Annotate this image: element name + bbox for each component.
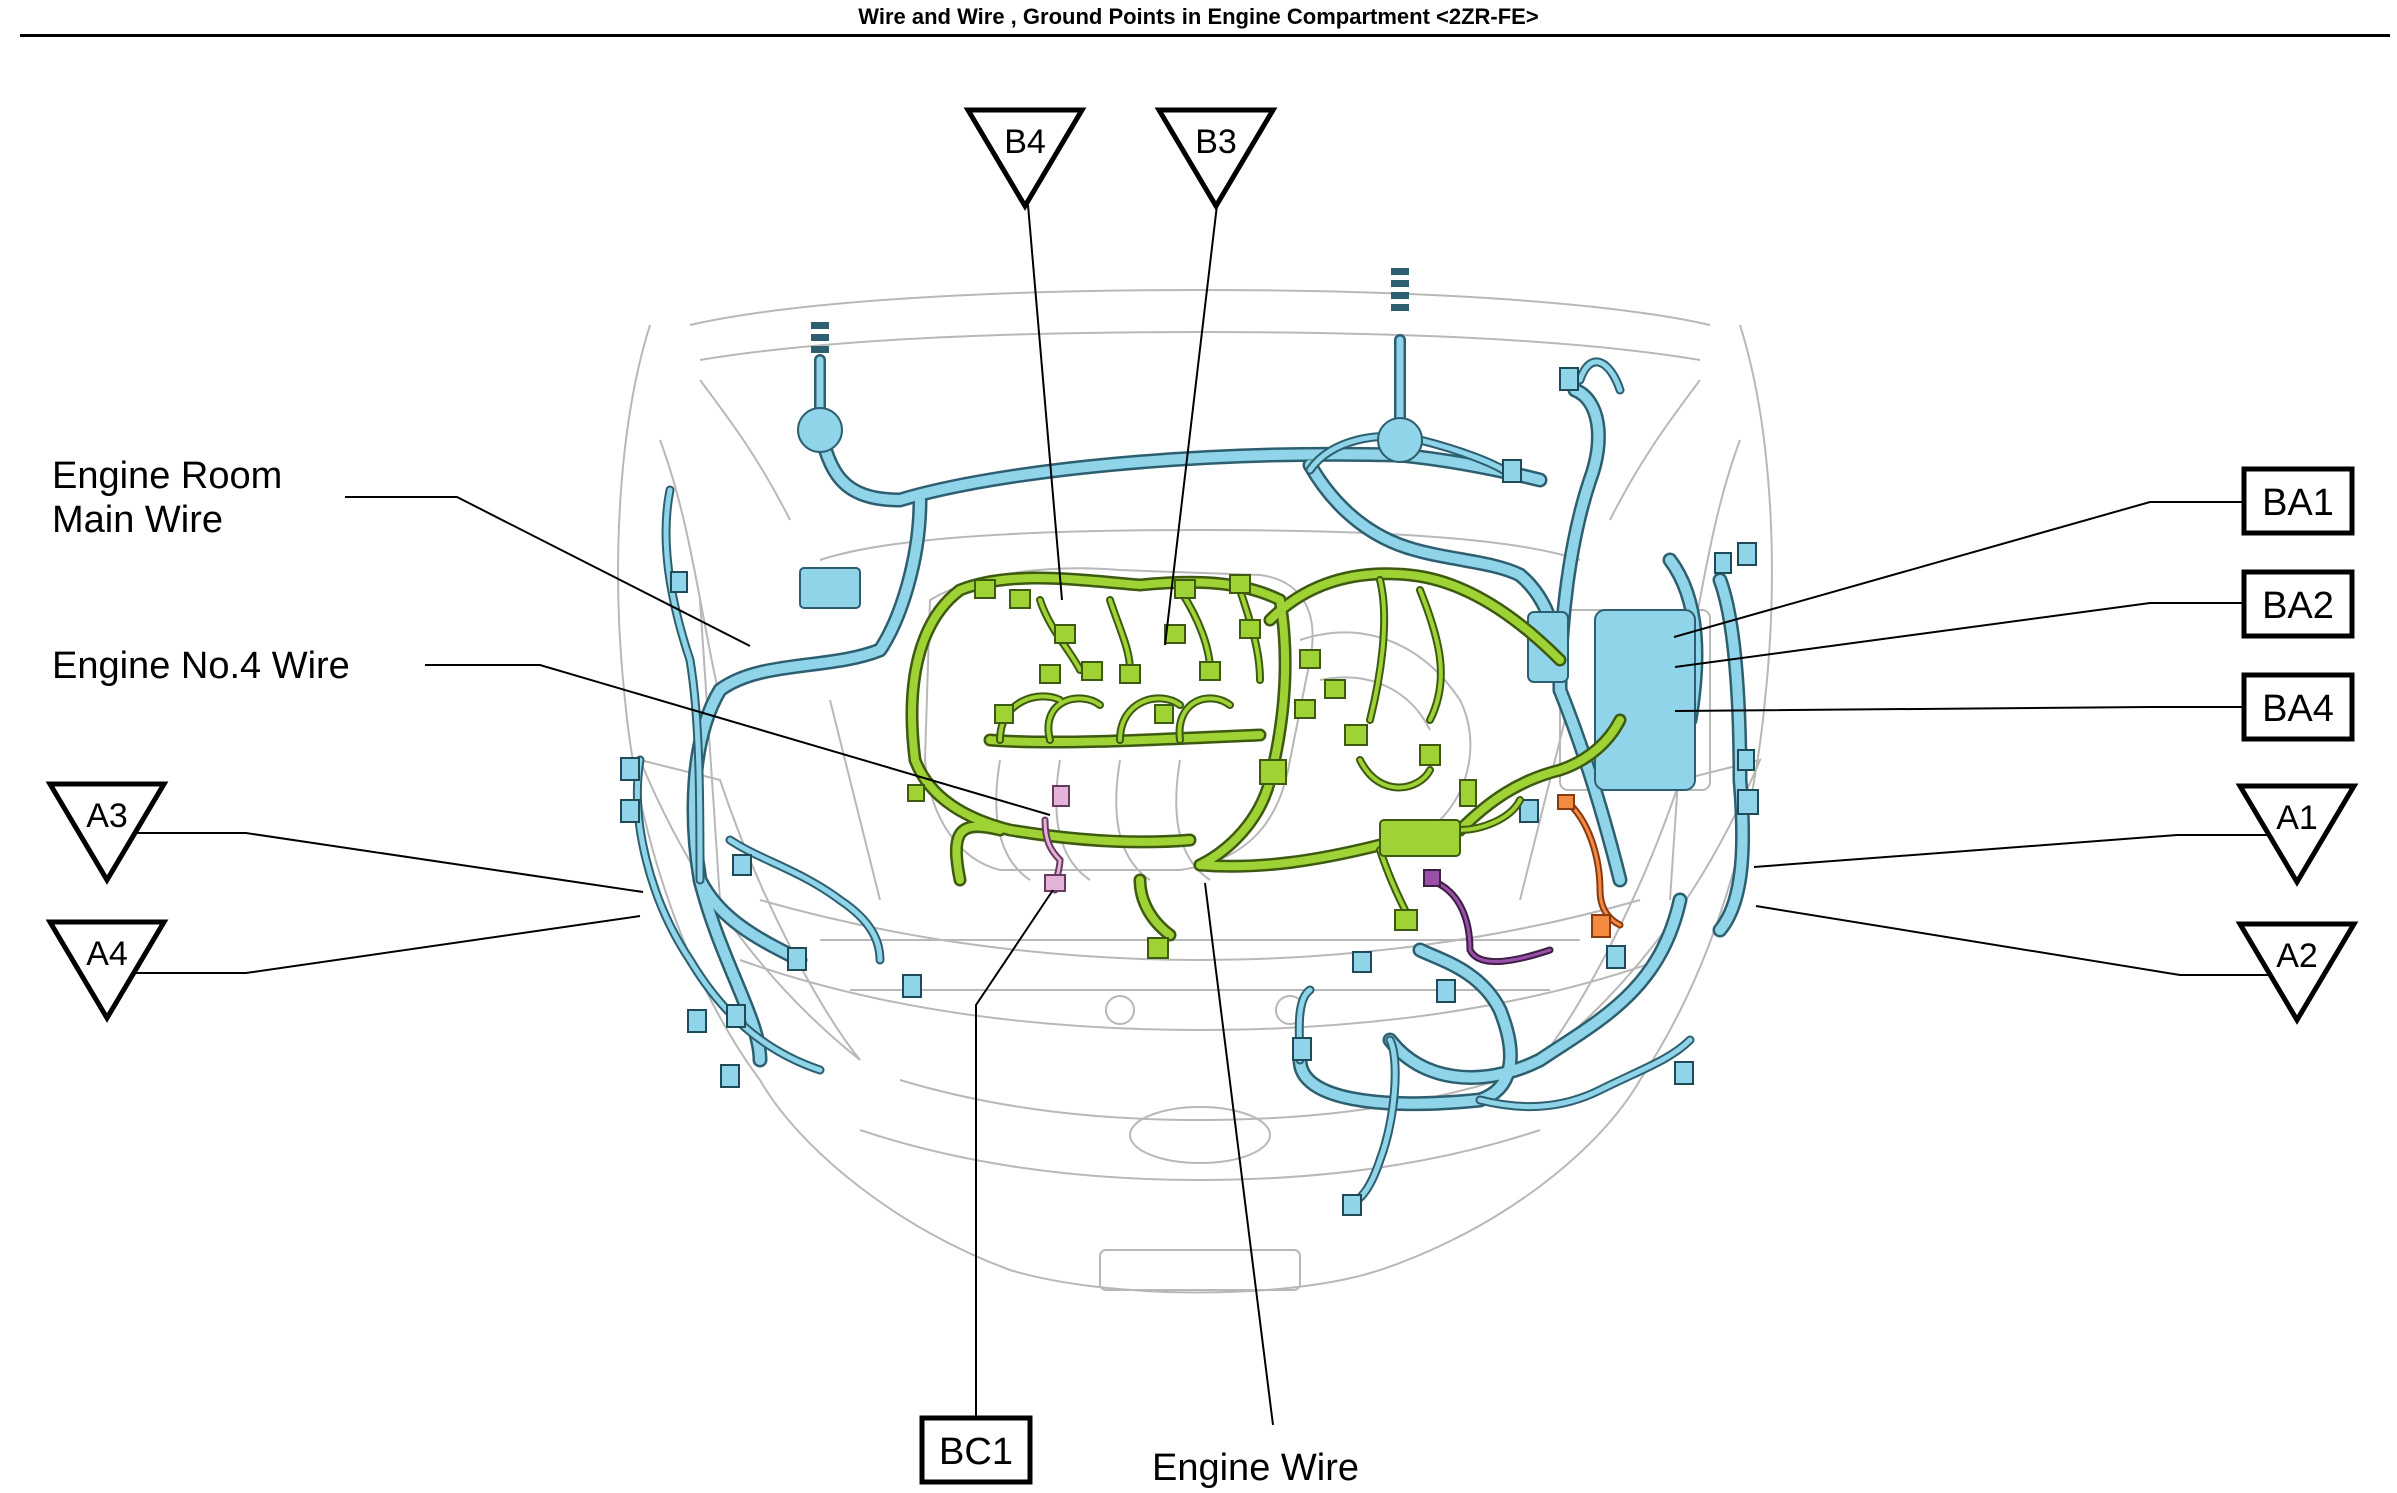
engine-no4-wire-harness	[1041, 785, 1070, 894]
engine-no4-connector	[1052, 785, 1070, 807]
ground-point-ba4-text: BA4	[2262, 688, 2334, 730]
leader-ba4	[1674, 706, 2244, 712]
engine-wire-harness	[905, 567, 1627, 942]
marker-a3: A3	[45, 781, 169, 885]
vehicle-outline	[617, 288, 1773, 1294]
leader-a4	[127, 915, 641, 974]
leader-engine-room-main-wire	[345, 496, 751, 647]
ground-points: BA1 BA2 BA4 BC1	[919, 466, 2355, 1485]
leader-lines	[127, 204, 2297, 1426]
leader-engine-no4-wire	[425, 664, 1051, 816]
engine-room-main-wire-harness	[633, 334, 1751, 1210]
label-engine-no4-wire: Engine No.4 Wire	[52, 645, 350, 687]
junction-markers: B4 B3 A3 A4 A1 A2	[45, 107, 2359, 1025]
grommet-left	[797, 407, 843, 453]
leader-a3	[127, 832, 644, 893]
ground-point-ba1: BA1	[2241, 466, 2355, 536]
orange-wire	[1557, 794, 1624, 938]
leader-a2	[1755, 905, 2297, 976]
relay-block	[799, 567, 861, 609]
leader-ba2	[1674, 602, 2244, 668]
marker-a2: A2	[2235, 921, 2359, 1025]
marker-a1-text: A1	[2276, 799, 2318, 837]
purple-wire	[1423, 869, 1554, 966]
label-engine-room-main-wire-line1: Engine Room	[52, 455, 282, 497]
ground-point-bc1-text: BC1	[939, 1431, 1013, 1473]
leader-b3	[1164, 204, 1218, 646]
leader-engine-wire	[1204, 882, 1274, 1426]
wire-labels: Engine Room Main Wire Engine No.4 Wire E…	[52, 455, 1359, 1489]
marker-a1: A1	[2235, 783, 2359, 887]
page-title: Wire and Wire , Ground Points in Engine …	[858, 4, 1539, 29]
grommet-right	[1377, 417, 1423, 463]
marker-b4-text: B4	[1004, 123, 1046, 161]
marker-b4: B4	[963, 107, 1087, 211]
marker-a4-text: A4	[86, 935, 128, 973]
leader-bc1	[975, 889, 1054, 1418]
marker-a4: A4	[45, 919, 169, 1023]
ground-point-bc1: BC1	[919, 1415, 1033, 1485]
ground-point-ba2-text: BA2	[2262, 585, 2334, 627]
label-engine-room-main-wire-line2: Main Wire	[52, 499, 223, 541]
ground-point-ba4: BA4	[2241, 672, 2355, 742]
marker-a2-text: A2	[2276, 937, 2318, 975]
engine-wire-connectors	[907, 574, 1477, 959]
label-engine-wire: Engine Wire	[1152, 1447, 1359, 1489]
leader-ba1	[1673, 501, 2244, 638]
marker-b3-text: B3	[1195, 123, 1237, 161]
leader-b4	[1027, 204, 1063, 601]
title-divider	[20, 34, 2390, 37]
ground-point-ba1-text: BA1	[2262, 482, 2334, 524]
ground-point-ba2: BA2	[2241, 569, 2355, 639]
marker-a3-text: A3	[86, 797, 128, 835]
sensor-connector-stacks	[811, 268, 1409, 353]
main-wire-connectors	[620, 367, 1759, 1216]
marker-b3: B3	[1154, 107, 1278, 211]
fuse-block	[1594, 609, 1696, 791]
leader-a1	[1753, 834, 2297, 868]
